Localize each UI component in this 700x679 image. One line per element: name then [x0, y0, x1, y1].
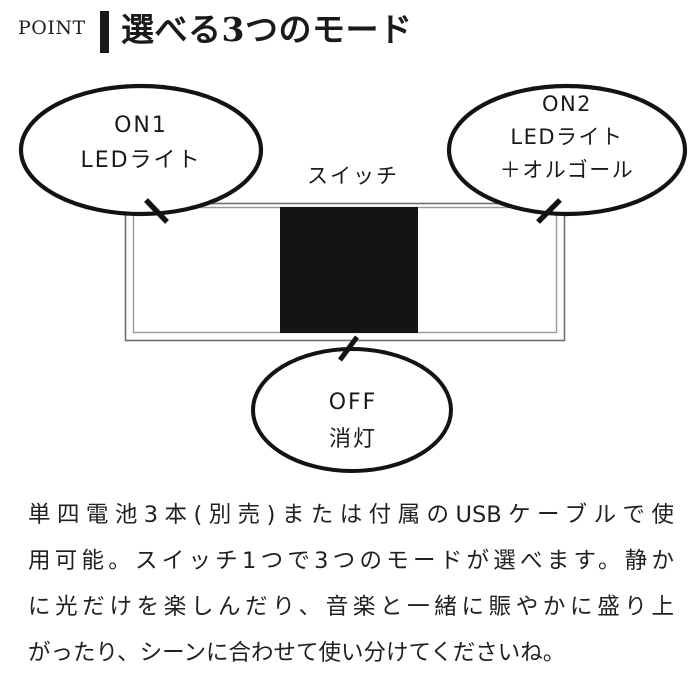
leader-on1: [144, 198, 169, 224]
bubble-off-line2: 消灯: [328, 427, 377, 452]
bubble-on1-line1: ON1: [114, 113, 168, 138]
leader-off: [337, 335, 360, 362]
bubble-on2: [446, 83, 688, 217]
description-line-4: がったり、シーンに合わせて使い分けてくださいね。: [28, 640, 566, 666]
page-title: 選べる3つのモード: [121, 10, 413, 49]
bubble-on2-line1: ON2: [541, 92, 593, 116]
bubble-off: [251, 347, 453, 473]
bubble-on2-line2: LEDライト: [510, 125, 624, 149]
description-line-1: 単四電池3本(別売)または付属のUSBケーブルで使: [28, 502, 674, 528]
leader-on2: [536, 198, 562, 224]
bubble-on1-line2: LEDライト: [80, 148, 202, 173]
switch-slider-block: [280, 207, 418, 333]
bubble-on2-label: ON2 LEDライト ＋オルゴール: [448, 88, 686, 187]
description-text: 単四電池3本(別売)または付属のUSBケーブルで使 用可能。スイッチ1つで3つの…: [28, 492, 674, 676]
header-accent-bar: [100, 11, 109, 53]
point-kicker: POINT: [18, 17, 86, 39]
bubble-on1: [18, 83, 264, 217]
bubble-off-label: OFF 消灯: [253, 384, 453, 458]
description-line-3: に光だけを楽しんだり、音楽と一緒に賑やかに盛り上: [28, 594, 674, 620]
switch-label: スイッチ: [307, 164, 399, 188]
description-line-2: 用可能。スイッチ1つで3つのモードが選べます。静か: [28, 548, 674, 574]
page-header: POINT 選べる3つのモード: [0, 0, 700, 62]
bubble-on1-label: ON1 LEDライト: [21, 108, 261, 178]
bubble-off-line1: OFF: [328, 390, 378, 415]
bubble-on2-line3: ＋オルゴール: [499, 158, 635, 182]
